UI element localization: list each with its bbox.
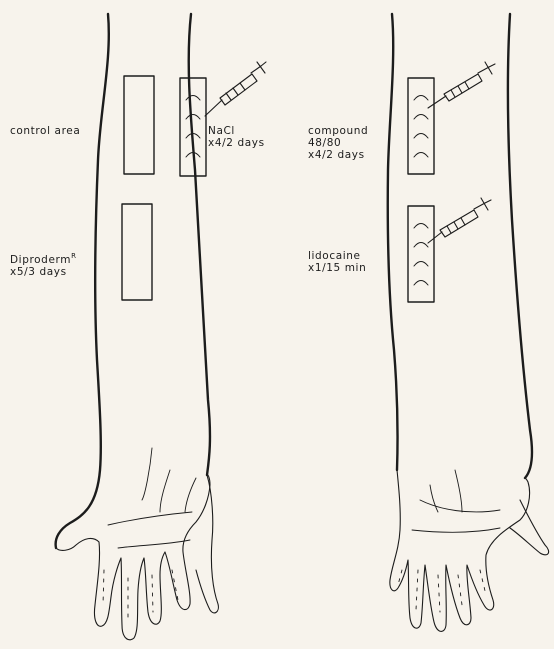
right-arm-outline-left	[388, 14, 398, 470]
nacl-name: NaCl	[208, 125, 235, 137]
lidocaine-patch	[408, 206, 434, 302]
lidocaine-syringe-icon	[428, 198, 491, 243]
lidocaine-label: lidocaine x1/15 min	[308, 250, 366, 274]
diproderm-patch	[122, 204, 152, 300]
left-hand-thumb	[196, 475, 218, 613]
compound-label: compound 48/80 x4/2 days	[308, 125, 368, 161]
compound-syringe-icon	[428, 62, 495, 108]
control-area-text: control area	[10, 125, 80, 137]
left-arm-outline-left	[56, 14, 109, 548]
right-hand-thumb	[510, 500, 549, 555]
compound-patch	[408, 78, 434, 174]
lidocaine-name: lidocaine	[308, 250, 361, 262]
control-area-patch	[124, 76, 154, 174]
left-palm-lines	[108, 448, 196, 548]
left-syringe-icon	[205, 62, 266, 116]
right-palm-lines	[412, 470, 500, 532]
compound-dose: x4/2 days	[308, 149, 365, 161]
nacl-patch	[180, 78, 206, 176]
lidocaine-wheals	[414, 224, 428, 286]
right-finger-creases	[398, 570, 486, 612]
compound-wheals	[414, 96, 428, 158]
right-arm-outline-right	[508, 14, 532, 478]
diproderm-dose: x5/3 days	[10, 266, 67, 278]
diproderm-name: Diproderm	[10, 254, 71, 266]
nacl-label: NaCl x4/2 days	[208, 125, 265, 149]
diproderm-label: DiprodermR x5/3 days	[10, 250, 77, 278]
lidocaine-dose: x1/15 min	[308, 262, 366, 274]
diproderm-registered-mark: R	[71, 252, 76, 260]
compound-id: 48/80	[308, 137, 341, 149]
compound-name: compound	[308, 125, 368, 137]
right-hand-outline	[390, 470, 530, 631]
nacl-dose: x4/2 days	[208, 137, 265, 149]
left-hand-outline	[56, 475, 210, 640]
left-arm-outline-right	[189, 14, 210, 475]
control-area-label: control area	[10, 125, 80, 137]
